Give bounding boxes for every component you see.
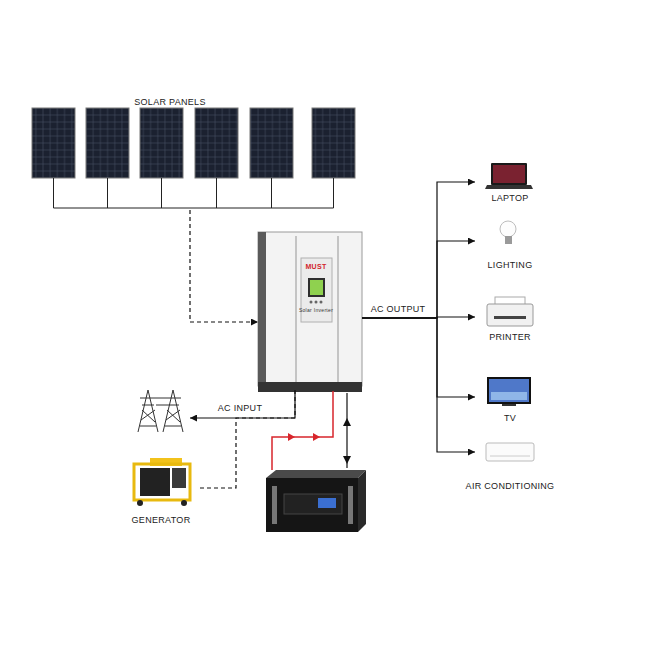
battery-illustration bbox=[266, 470, 366, 532]
battery-dc-arrows bbox=[343, 418, 351, 464]
tv-icon bbox=[487, 377, 531, 406]
air-conditioner-icon bbox=[486, 443, 534, 461]
power-grid-towers bbox=[138, 390, 183, 432]
node-title: TV bbox=[504, 414, 516, 423]
battery-charge-arrow bbox=[288, 433, 320, 441]
laptop-icon bbox=[485, 163, 533, 189]
generator-feed-line bbox=[200, 390, 295, 488]
generator: GENERATOR bbox=[125, 455, 200, 527]
load-device: LIGHTING bbox=[475, 215, 545, 272]
solar-panel-group: SOLAR PANELS bbox=[28, 96, 358, 210]
load-device: TV bbox=[475, 372, 545, 424]
load-device: PRINTER bbox=[475, 292, 545, 344]
input-label: AC INPUT bbox=[218, 404, 262, 413]
inverter-illustration bbox=[258, 232, 362, 392]
generator-icon bbox=[134, 458, 190, 506]
power-connector bbox=[190, 210, 258, 322]
node-title: SOLAR PANELS bbox=[134, 98, 205, 107]
battery-charge-line bbox=[272, 391, 333, 470]
ac-input-line bbox=[190, 391, 295, 418]
printer-icon bbox=[487, 297, 533, 326]
power-connector bbox=[362, 182, 475, 318]
power-connector bbox=[362, 318, 475, 452]
power-connector bbox=[362, 318, 475, 397]
node-title: LIGHTING bbox=[488, 261, 533, 270]
solar-inverter: MUST Solar Inverter bbox=[258, 232, 362, 390]
node-title: LAPTOP bbox=[491, 194, 528, 203]
panel-bus-wire bbox=[54, 178, 334, 208]
solar-panel-row bbox=[32, 108, 355, 178]
power-connector bbox=[362, 317, 475, 318]
power-connector bbox=[362, 241, 475, 318]
output-label: AC OUTPUT bbox=[371, 305, 426, 314]
node-subtitle: Solar Inverter bbox=[299, 308, 333, 313]
light-bulb-icon bbox=[500, 221, 516, 244]
load-device: AIR CONDITIONING bbox=[475, 440, 545, 492]
node-title: GENERATOR bbox=[132, 516, 191, 525]
node-title: MUST bbox=[305, 263, 326, 270]
node-title: AIR CONDITIONING bbox=[466, 482, 555, 491]
load-device: LAPTOP bbox=[475, 155, 545, 205]
node-title: PRINTER bbox=[489, 333, 531, 342]
